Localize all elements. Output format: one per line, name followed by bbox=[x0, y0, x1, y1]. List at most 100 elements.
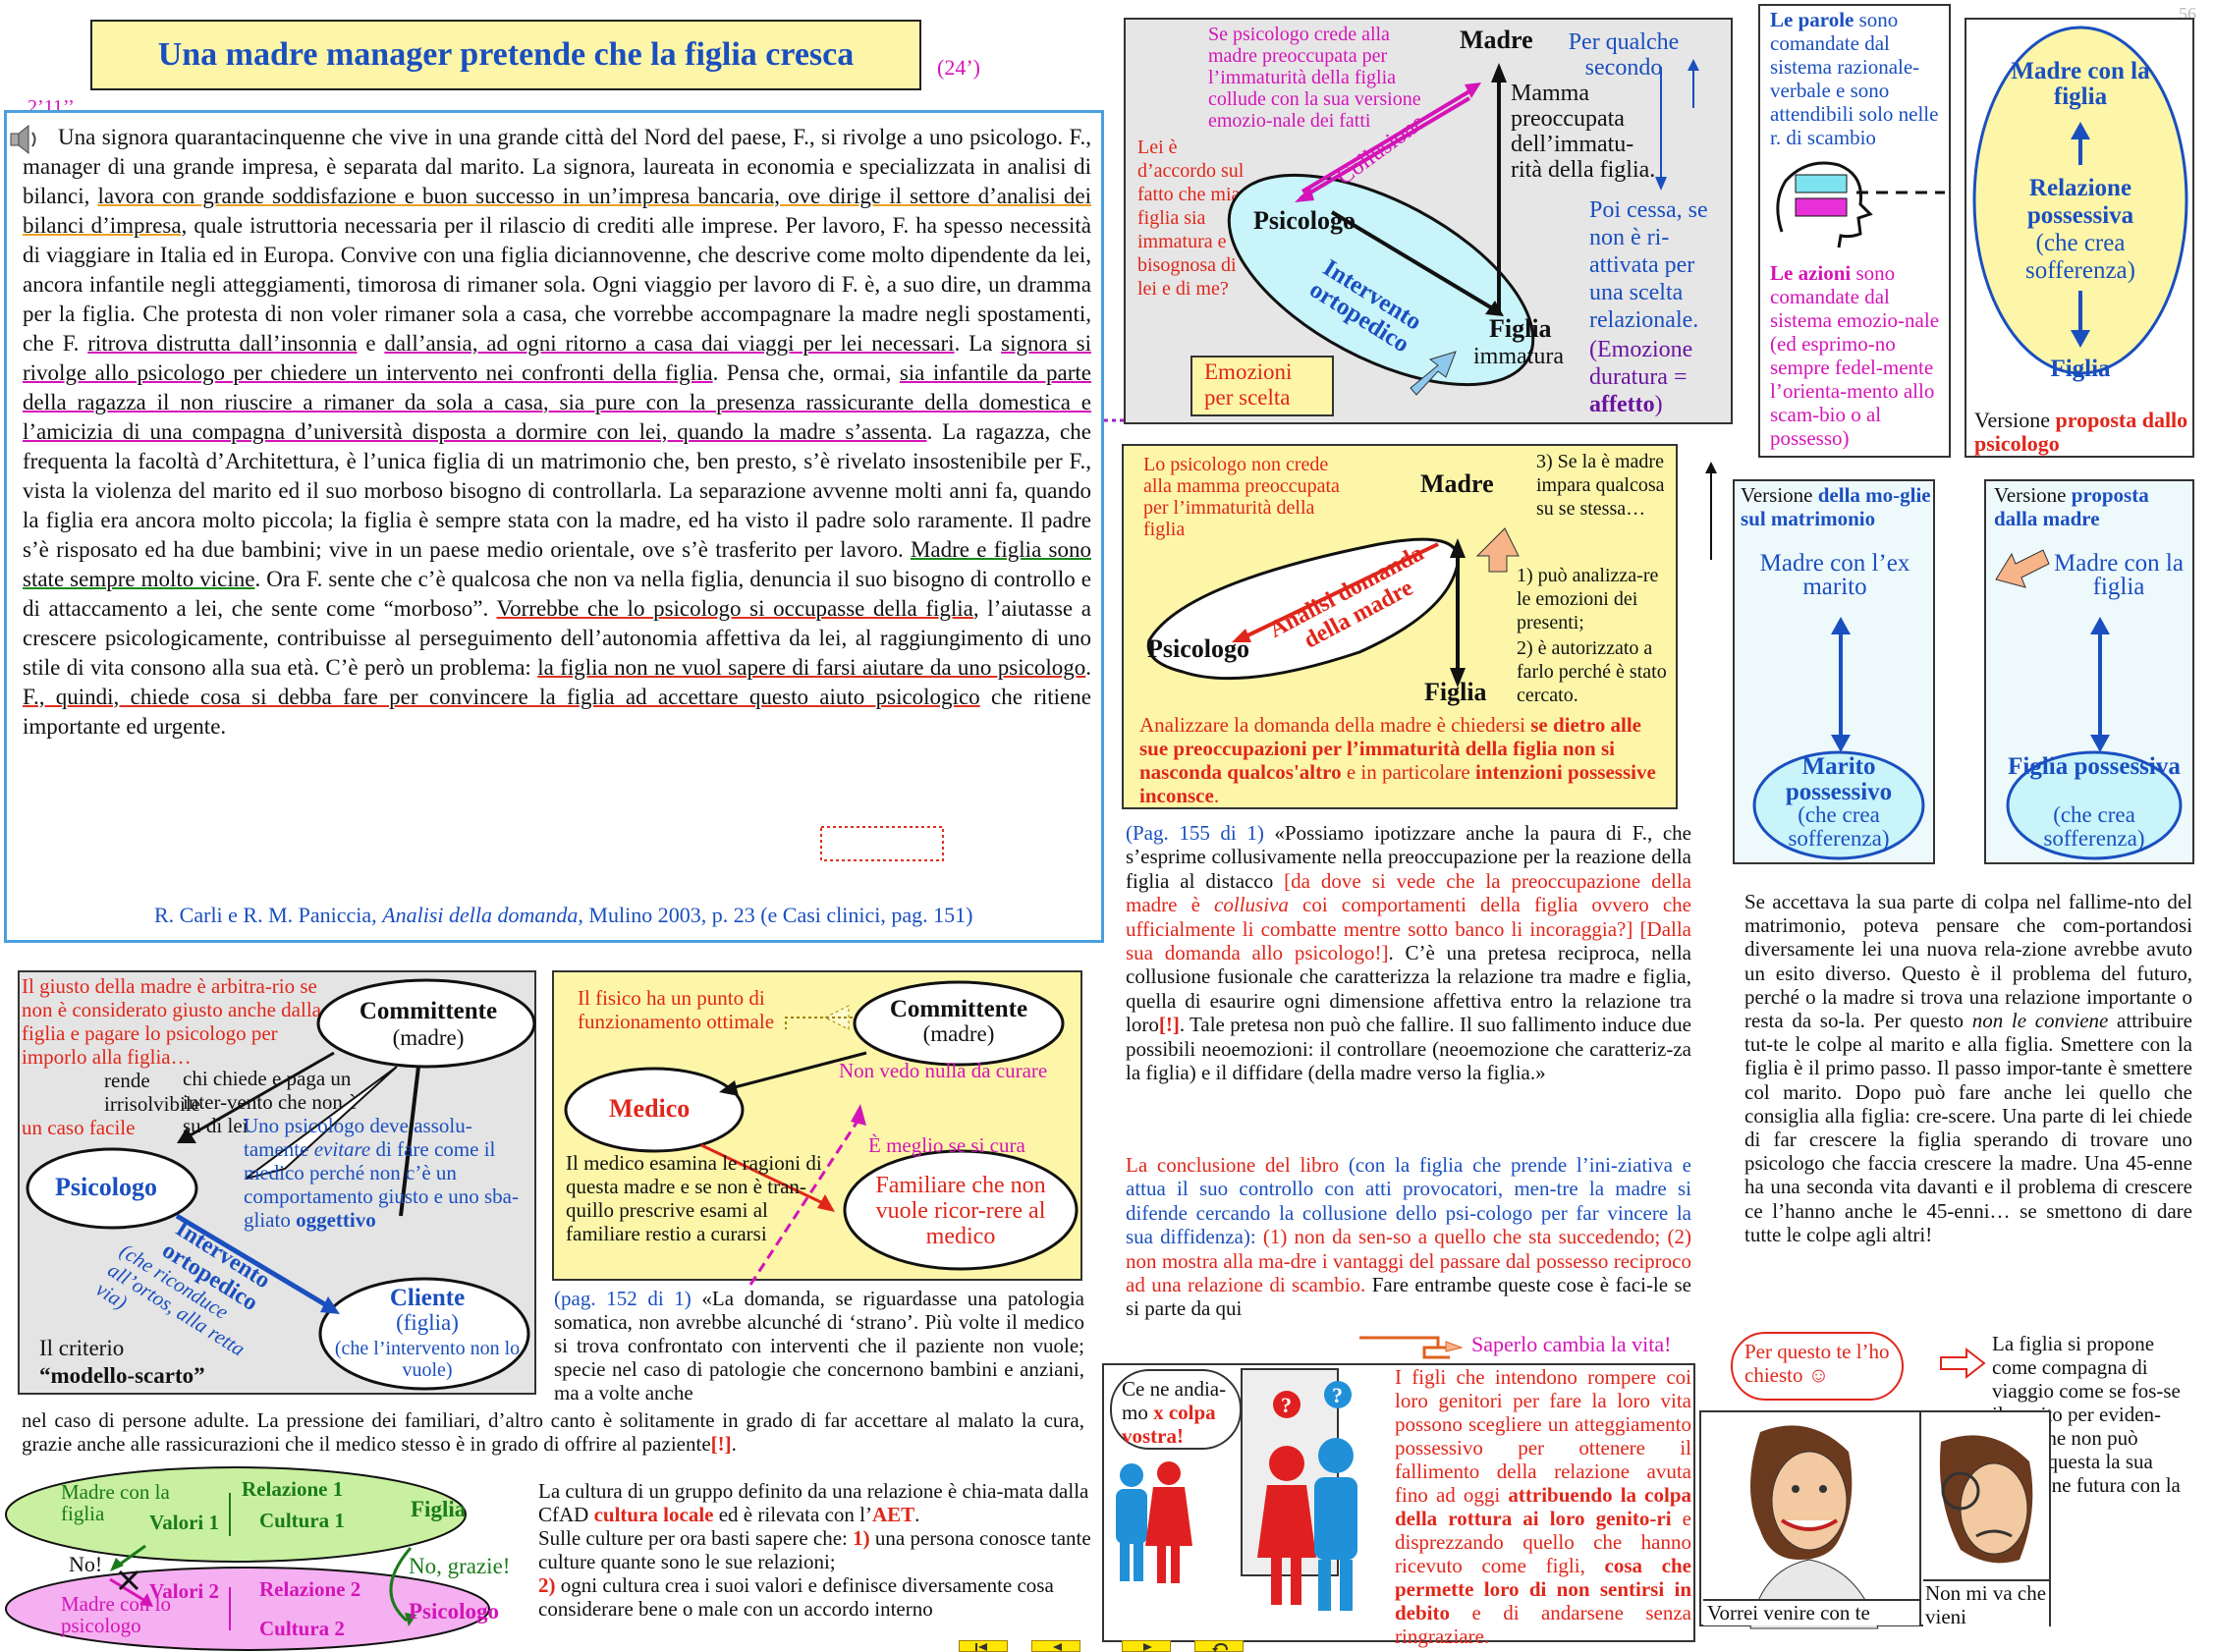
emozioni-scelta-box: Emozioni per scelta bbox=[1190, 356, 1334, 416]
model-scarto-diagram: Il giusto della madre è arbitra-rio se n… bbox=[18, 970, 536, 1395]
comic-right-bubble: Per questo te l’ho chiesto ☺ bbox=[1731, 1332, 1904, 1401]
culture-figlia: Figlia bbox=[411, 1497, 467, 1521]
analysis-psicologo: Psicologo bbox=[1147, 634, 1249, 663]
scarto-criterio2: “modello-scarto” bbox=[39, 1363, 205, 1388]
culture-diagram: Madre con la figlia Relazione 1 Valori 1… bbox=[0, 1463, 530, 1652]
comic-left-text: I figli che intendono rompere coi loro g… bbox=[1395, 1365, 1692, 1648]
immatura-label: immatura bbox=[1473, 344, 1564, 369]
scarto-criterio: Il criterio bbox=[39, 1336, 125, 1360]
scarto-figlia: (figlia) bbox=[396, 1310, 459, 1335]
marito-sofferenza: (che crea sofferenza) bbox=[1788, 802, 1890, 851]
collusion-diagram: Se psicologo crede alla madre preoccupat… bbox=[1124, 18, 1733, 424]
scarto-cliente: Cliente bbox=[389, 1285, 466, 1311]
scarto-caso-facile: un caso facile bbox=[22, 1116, 136, 1139]
version-marriage-title: Versione della mo-glie sul matrimonio bbox=[1741, 483, 1931, 530]
culture-relazione1: Relazione 1 bbox=[242, 1477, 344, 1501]
comic-caption-1: Vorrei venire con te bbox=[1703, 1599, 1925, 1625]
analysis-side: 3) Se la è madre impara qualcosa su se s… bbox=[1536, 451, 1665, 520]
next-page-icon bbox=[1143, 1643, 1152, 1651]
medical-diagram: Il fisico ha un punto di funzionamento o… bbox=[552, 970, 1082, 1286]
right-text: Se accettava la sua parte di colpa nel f… bbox=[1744, 890, 2192, 1246]
analysis-side1: 1) può analizza-re le emozioni dei prese… bbox=[1517, 565, 1659, 633]
scarto-non-vuole: (che l’intervento non lo vuole) bbox=[334, 1338, 521, 1381]
case-box: Una signora quarantacinquenne che vive i… bbox=[4, 110, 1104, 943]
culture-no: No! bbox=[69, 1552, 103, 1576]
title-box: Una madre manager pretende che la figlia… bbox=[90, 20, 921, 90]
medical-esamina: Il medico esamina le ragioni di questa m… bbox=[566, 1151, 822, 1245]
culture-valori1: Valori 1 bbox=[149, 1511, 219, 1534]
analysis-figlia: Figlia bbox=[1424, 678, 1487, 706]
comic-caption-2: Non mi va che vieni bbox=[1923, 1579, 2049, 1628]
comic-left: Ce ne andia-mo x colpa vostra! ? ? I fig… bbox=[1102, 1363, 1695, 1648]
question-icon-red: ? bbox=[1281, 1393, 1292, 1417]
proposed-version: Versione proposta dallo psicologo bbox=[1974, 408, 2188, 456]
next-page-button[interactable] bbox=[1122, 1640, 1171, 1652]
poi-cessa-label: Poi cessa, se non è ri-attivata per una … bbox=[1589, 197, 1708, 333]
culture-relazione2: Relazione 2 bbox=[259, 1577, 361, 1601]
figlia-label: Figlia bbox=[1489, 314, 1552, 343]
psicologo-label: Psicologo bbox=[1253, 206, 1356, 235]
medical-non-vedo: Non vedo nulla da curare bbox=[839, 1059, 1048, 1082]
comic-panel-2: Non mi va che vieni bbox=[1919, 1410, 2051, 1628]
prev-page-button[interactable] bbox=[1031, 1640, 1080, 1652]
up-arrow bbox=[1705, 462, 1717, 560]
return-icon bbox=[1212, 1642, 1228, 1652]
analysis-madre: Madre bbox=[1420, 469, 1494, 498]
prev-page-icon bbox=[1053, 1643, 1062, 1651]
version-mother-title: Versione proposta dalla madre bbox=[1994, 483, 2149, 530]
medical-madre: (madre) bbox=[922, 1021, 995, 1046]
emozione-duratura: (Emozione duratura = affetto) bbox=[1589, 337, 1693, 417]
per-qualche-label: Per qualche secondo bbox=[1568, 29, 1680, 81]
speaker-icon[interactable] bbox=[9, 123, 44, 156]
version-marriage-top: Madre con l’ex marito bbox=[1759, 550, 1910, 600]
proposed-relazione: Relazione possessiva bbox=[2026, 175, 2134, 229]
case-citation: R. Carli e R. M. Paniccia, Analisi della… bbox=[154, 903, 973, 927]
pag155-text: (Pag. 155 di 1) «Possiamo ipotizzare anc… bbox=[1126, 821, 1692, 1085]
figlia-possessiva: Figlia possessiva bbox=[2008, 753, 2181, 780]
azioni-text: Le azioni sono comandate dal sistema emo… bbox=[1770, 261, 1940, 450]
return-button[interactable] bbox=[1194, 1640, 1244, 1652]
first-page-icon bbox=[975, 1643, 987, 1651]
medical-familiare: Familiare che non vuole ricor-rere al me… bbox=[875, 1173, 1046, 1249]
case-text: Una signora quarantacinquenne che vive i… bbox=[23, 125, 1091, 739]
parole-panel: Le parole sono comandate dal sistema raz… bbox=[1758, 4, 1951, 458]
version-mother: Versione proposta dalla madre Madre con … bbox=[1984, 479, 2194, 864]
collusion-note: Se psicologo crede alla madre preoccupat… bbox=[1208, 24, 1421, 132]
scarto-madre: (madre) bbox=[392, 1025, 465, 1050]
scarto-blue-note: Uno psicologo deve assolu-tamente evitar… bbox=[244, 1114, 519, 1232]
analysis-diagram: Lo psicologo non crede alla mamma preocc… bbox=[1122, 444, 1678, 809]
scarto-psicologo: Psicologo bbox=[55, 1173, 157, 1201]
medical-meglio: È meglio se si cura bbox=[868, 1133, 1025, 1157]
culture-cultura2: Cultura 2 bbox=[259, 1617, 345, 1640]
page-title: Una madre manager pretende che la figlia… bbox=[157, 36, 855, 73]
proposed-figlia: Figlia bbox=[2050, 356, 2111, 382]
head-icon bbox=[1776, 161, 1945, 248]
conclusione-text: La conclusione del libro (con la figlia … bbox=[1126, 1153, 1692, 1321]
proposed-crea: (che crea sofferenza) bbox=[2025, 230, 2135, 284]
scarto-committente: Committente bbox=[359, 998, 498, 1024]
cultura-text: La cultura di un gruppo definito da una … bbox=[538, 1479, 1091, 1621]
analysis-bottom: Analizzare la domanda della madre è chie… bbox=[1139, 713, 1656, 807]
analysis-note: Lo psicologo non crede alla mamma preocc… bbox=[1143, 454, 1340, 540]
first-page-button[interactable] bbox=[959, 1640, 1008, 1652]
culture-no-grazie: No, grazie! bbox=[409, 1554, 511, 1578]
version-mother-top: Madre con la figlia bbox=[2054, 550, 2184, 600]
marito-possessivo: Marito possessivo bbox=[1785, 753, 1893, 805]
figlia-sofferenza: (che crea sofferenza) bbox=[2043, 802, 2145, 851]
orange-arrow bbox=[1359, 1336, 1464, 1359]
question-icon-blue: ? bbox=[1332, 1383, 1343, 1407]
analysis-side2: 2) è autorizzato a farlo perché è stato … bbox=[1517, 637, 1667, 706]
proposed-panel: Madre con la figlia Relazione possessiva… bbox=[1965, 18, 2194, 458]
scarto-red-note: Il giusto della madre è arbitra-rio se n… bbox=[22, 974, 321, 1069]
proposed-madre: Madre con la figlia bbox=[2011, 58, 2150, 110]
comic-panel-1: Vorrei venire con te bbox=[1699, 1410, 1927, 1629]
culture-cultura1: Cultura 1 bbox=[259, 1509, 345, 1532]
madre-label: Madre bbox=[1460, 26, 1533, 54]
right-arrow-icon bbox=[1940, 1347, 1986, 1380]
parole-text: Le parole sono comandate dal sistema raz… bbox=[1770, 8, 1939, 149]
medical-medico: Medico bbox=[609, 1094, 691, 1123]
comic-bubble: Ce ne andia-mo x colpa vostra! bbox=[1110, 1369, 1242, 1450]
title-time: (24’) bbox=[937, 55, 980, 80]
medical-fisico: Il fisico ha un punto di funzionamento o… bbox=[578, 986, 775, 1033]
mamma-label: Mamma preoccupata dell’immatu-rità della… bbox=[1511, 81, 1656, 183]
